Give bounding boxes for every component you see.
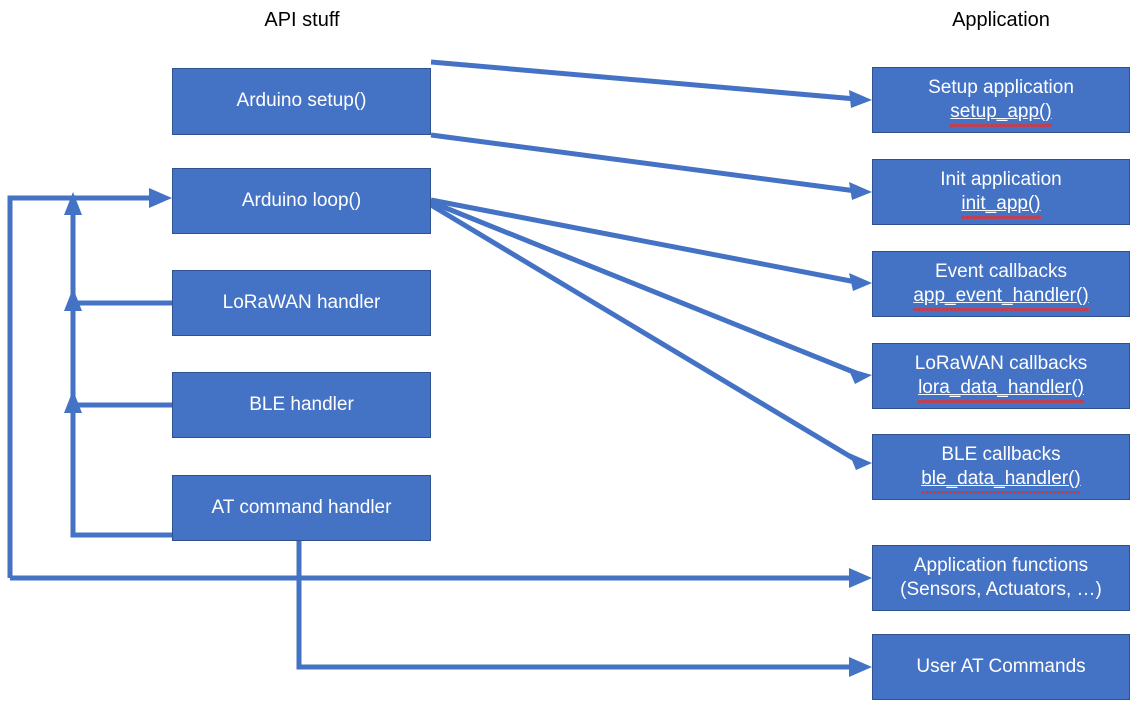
node-label: Arduino setup()	[236, 90, 367, 112]
connector-feedback-outer-to-loop	[7, 188, 172, 578]
node-ble-callbacks[interactable]: BLE callbacks ble_data_handler()	[872, 434, 1130, 500]
node-label-line1: Init application	[940, 168, 1062, 190]
connector-loop-to-event-callbacks	[430, 197, 872, 291]
node-label-line2: init_app()	[961, 192, 1041, 220]
connector-at-to-user-at-commands	[296, 578, 872, 677]
connector-setup-to-init-app	[430, 132, 872, 200]
node-label: BLE handler	[249, 393, 354, 415]
connector-handlers-riser	[64, 192, 172, 538]
node-lorawan-handler[interactable]: LoRaWAN handler	[172, 270, 431, 336]
node-label: AT command handler	[211, 496, 392, 518]
node-label-line2: lora_data_handler()	[918, 376, 1084, 404]
node-label-line2: ble_data_handler()	[921, 467, 1081, 495]
node-arduino-setup[interactable]: Arduino setup()	[172, 68, 431, 135]
node-label-line1: BLE callbacks	[941, 443, 1061, 465]
node-label-line2: (Sensors, Actuators, …)	[900, 579, 1102, 600]
node-event-callbacks[interactable]: Event callbacks app_event_handler()	[872, 251, 1130, 317]
node-arduino-loop[interactable]: Arduino loop()	[172, 168, 431, 234]
node-label-line2: setup_app()	[950, 100, 1053, 128]
node-label-line1: User AT Commands	[916, 655, 1086, 677]
node-setup-application[interactable]: Setup application setup_app()	[872, 67, 1130, 133]
connector-loop-to-lorawan-callbacks	[430, 199, 872, 384]
node-label-line1: LoRaWAN callbacks	[914, 352, 1088, 374]
node-label-line1: Application functions	[913, 554, 1089, 576]
node-label-line2: app_event_handler()	[913, 284, 1090, 312]
connector-loop-to-ble-callbacks	[429, 202, 872, 470]
node-label-line1: Setup application	[928, 76, 1074, 98]
node-ble-handler[interactable]: BLE handler	[172, 372, 431, 438]
column-title-api: API stuff	[264, 9, 340, 31]
connector-setup-to-setup-app	[430, 59, 872, 108]
node-lorawan-callbacks[interactable]: LoRaWAN callbacks lora_data_handler()	[872, 343, 1130, 409]
node-label-line1: Event callbacks	[934, 260, 1067, 282]
node-application-functions[interactable]: Application functions (Sensors, Actuator…	[872, 545, 1130, 611]
connector-at-to-application-functions	[296, 540, 872, 588]
node-at-command-handler[interactable]: AT command handler	[172, 475, 431, 541]
node-user-at-commands[interactable]: User AT Commands	[872, 634, 1130, 700]
node-init-application[interactable]: Init application init_app()	[872, 159, 1130, 225]
node-label: Arduino loop()	[241, 189, 362, 211]
node-label: LoRaWAN handler	[222, 291, 381, 313]
column-title-application: Application	[952, 9, 1050, 31]
